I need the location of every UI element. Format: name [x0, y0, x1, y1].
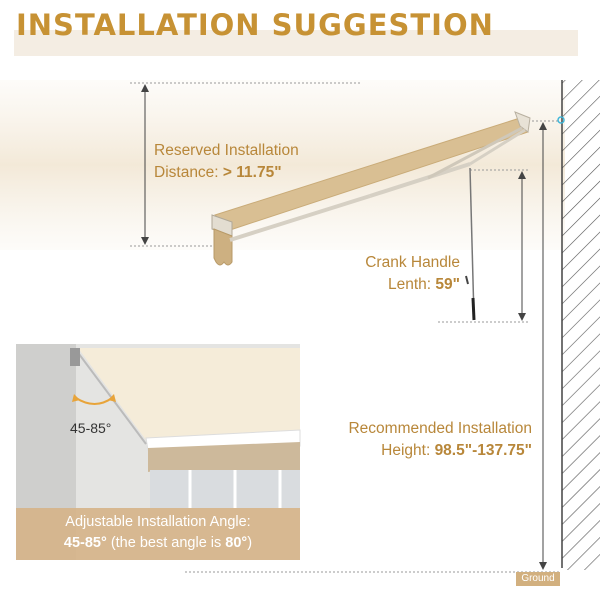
recommended-prefix: Height:: [381, 442, 435, 459]
reserved-arrow-bottom: [141, 237, 149, 245]
recommended-label-line2: Height: 98.5"-137.75": [300, 440, 532, 462]
inset-caption: Adjustable Installation Angle: 45-85° (t…: [16, 512, 300, 554]
recommended-label-line1: Recommended Installation: [348, 420, 532, 437]
inset-caption-bold: 45-85°: [63, 535, 107, 551]
inset-caption-bg: [16, 508, 300, 560]
awning-valance: [213, 228, 233, 266]
inset-caption-mid: (the best angle is: [106, 535, 226, 551]
awning-arm-2: [369, 162, 471, 198]
crank-handle: [469, 167, 475, 319]
inset-caption-line1: Adjustable Installation Angle:: [65, 514, 251, 530]
inset-caption-bold2: 80°: [225, 535, 248, 551]
reserved-prefix: Distance:: [154, 164, 223, 181]
inset-angle-label: 45-85°: [70, 420, 112, 436]
crank-value: 59": [435, 276, 460, 293]
recommended-label: Recommended Installation Height: 98.5"-1…: [300, 418, 532, 462]
reserved-label-line1: Reserved Installation: [154, 142, 299, 159]
crank-label-line2: Lenth: 59": [300, 274, 460, 296]
reserved-arrow-top: [141, 84, 149, 92]
crank-arrow-bottom: [518, 313, 526, 321]
awning-arm-3: [469, 128, 526, 166]
crank-arrow-top: [518, 171, 526, 179]
reserved-value: > 11.75": [222, 164, 282, 181]
recommended-value: 98.5"-137.75": [434, 442, 532, 459]
crank-prefix: Lenth:: [388, 276, 436, 293]
inset-caption-line2: 45-85° (the best angle is 80°): [16, 533, 300, 554]
crank-handle-grip: [471, 297, 476, 321]
height-arrow-top: [539, 122, 547, 130]
page-title: INSTALLATION SUGGESTION: [16, 8, 494, 42]
crank-hook: [465, 275, 469, 285]
mount-point: [557, 116, 565, 124]
awning-top-bar: [514, 111, 531, 133]
reserved-label: Reserved Installation Distance: > 11.75": [154, 140, 299, 184]
crank-label: Crank Handle Lenth: 59": [300, 252, 460, 296]
height-arrow-bottom: [539, 562, 547, 570]
crank-label-line1: Crank Handle: [365, 254, 460, 271]
wall: [562, 80, 600, 570]
awning-arm-1: [229, 194, 371, 242]
awning-arm-4: [427, 126, 523, 180]
ground-label: Ground: [516, 572, 560, 586]
title-band: [14, 30, 578, 56]
inset-caption-end: ): [247, 535, 253, 551]
reserved-label-line2: Distance: > 11.75": [154, 162, 299, 184]
